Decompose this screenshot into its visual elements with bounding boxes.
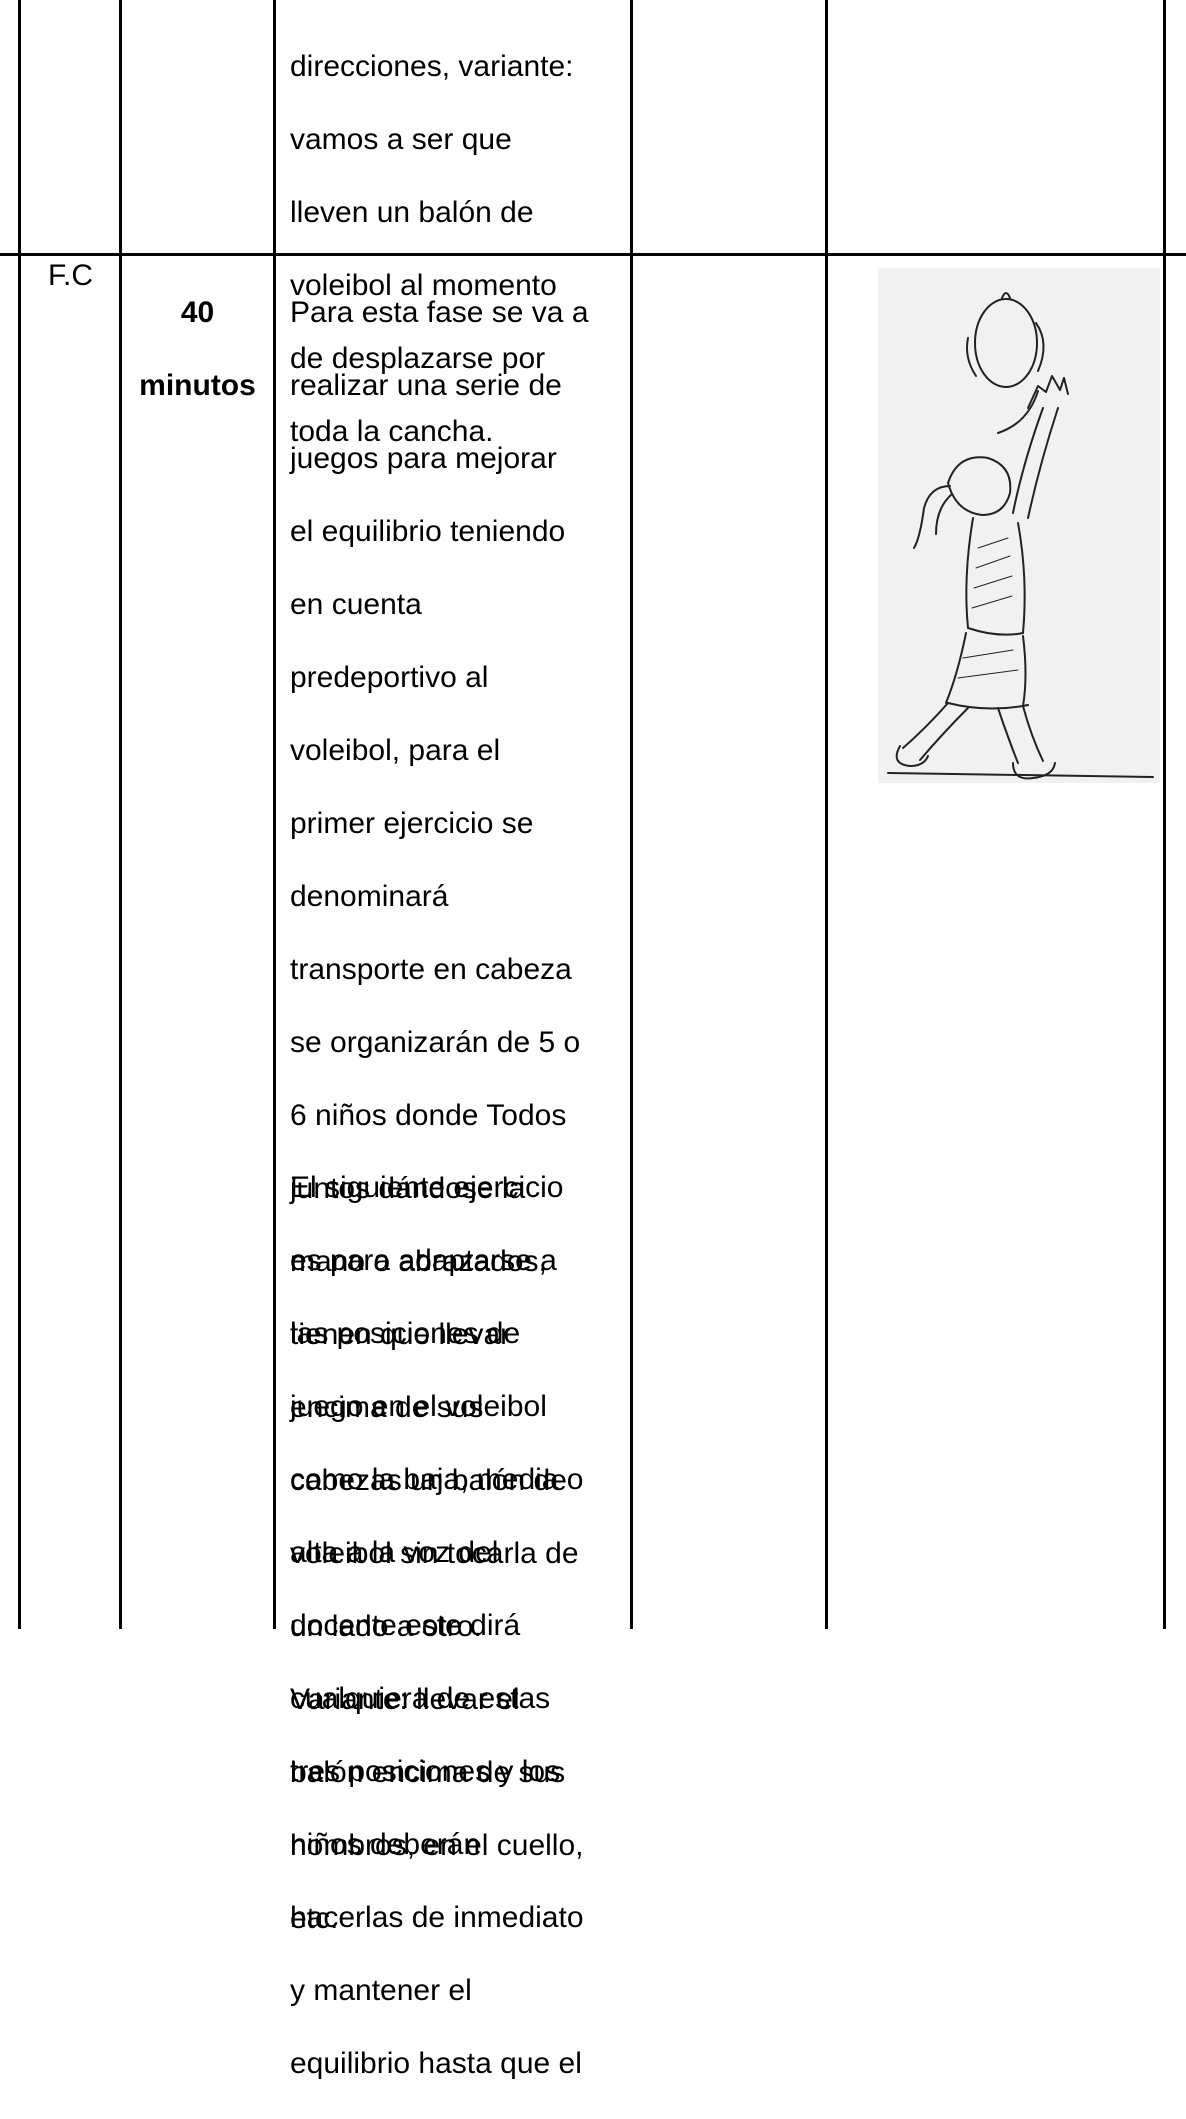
- para1-line: juegos para mejorar: [290, 441, 557, 475]
- para1-line: en cuenta: [290, 587, 422, 621]
- table-column-divider-3: [630, 0, 633, 1629]
- para1-line: realizar una serie de: [290, 368, 562, 402]
- para2-line: alta a la voz del: [290, 1535, 499, 1569]
- para2-line: docente este dirá: [290, 1608, 521, 1642]
- para2-line: es para adaptarse a: [290, 1243, 557, 1277]
- row1-line: voleibol al momento: [290, 268, 557, 302]
- row2-time-value: 40: [180, 295, 215, 329]
- para1-line: voleibol, para el: [290, 733, 501, 767]
- table-border-right: [1163, 0, 1166, 1629]
- para1-line: voleibol sin tocarla de: [290, 1536, 579, 1570]
- para2-line: y mantener el: [290, 1973, 472, 2007]
- row1-line: lleven un balón de: [290, 195, 534, 229]
- para2-line: niños deberán: [290, 1827, 481, 1861]
- table-column-divider-4: [825, 0, 828, 1629]
- para2-line: las posiciones de: [290, 1316, 521, 1350]
- para2-line: El siguiente ejercicio: [290, 1170, 564, 1204]
- para1-line: Para esta fase se va a: [290, 295, 589, 329]
- para1-line: tienen que llevar: [290, 1317, 511, 1351]
- para1-line: predeportivo al: [290, 660, 489, 694]
- row1-line: de desplazarse por: [290, 341, 546, 375]
- para1-line: mano o abrazados,: [290, 1244, 547, 1278]
- table-row-divider: [0, 253, 1186, 256]
- para1-line: denominará: [290, 879, 449, 913]
- row2-time: 40 minutos: [122, 258, 273, 441]
- para1-line: encima de sus: [290, 1390, 484, 1424]
- row1-activity-text: direcciones, variante: vamos a ser que l…: [290, 12, 612, 487]
- para2-line: juego en el voleibol: [290, 1389, 547, 1423]
- para1-line: juntos dándose la: [290, 1171, 526, 1205]
- para2-line: cualquiera de estas: [290, 1681, 551, 1715]
- para1-line: el equilibrio teniendo: [290, 514, 566, 548]
- para2-line: equilibrio hasta que el: [290, 2046, 582, 2080]
- row2-phase: F.C: [48, 259, 93, 292]
- sketch-illustration: [878, 268, 1160, 783]
- para2-line: tres posiciones y los: [290, 1754, 561, 1788]
- table-border-left: [18, 0, 21, 1629]
- para2-line: hacerlas de inmediato: [290, 1900, 584, 1934]
- child-catching-ball-icon: [887, 292, 1154, 780]
- para1-line: transporte en cabeza: [290, 952, 572, 986]
- row1-line: vamos a ser que: [290, 122, 512, 156]
- para1-line: se organizarán de 5 o: [290, 1025, 581, 1059]
- table-column-divider-2: [273, 0, 276, 1629]
- para2-line: como la baja, media o: [290, 1462, 584, 1496]
- para1-line: 6 niños donde Todos: [290, 1098, 567, 1132]
- row1-line: toda la cancha.: [290, 414, 494, 448]
- row1-line: direcciones, variante:: [290, 49, 574, 83]
- table-column-divider-1: [119, 0, 122, 1629]
- row2-time-unit: minutos: [139, 368, 256, 402]
- para1-line: cabezas un balón de: [290, 1463, 567, 1497]
- row2-paragraph-2: El siguiente ejercicio es para adaptarse…: [290, 1133, 612, 2119]
- para1-line: primer ejercicio se: [290, 806, 534, 840]
